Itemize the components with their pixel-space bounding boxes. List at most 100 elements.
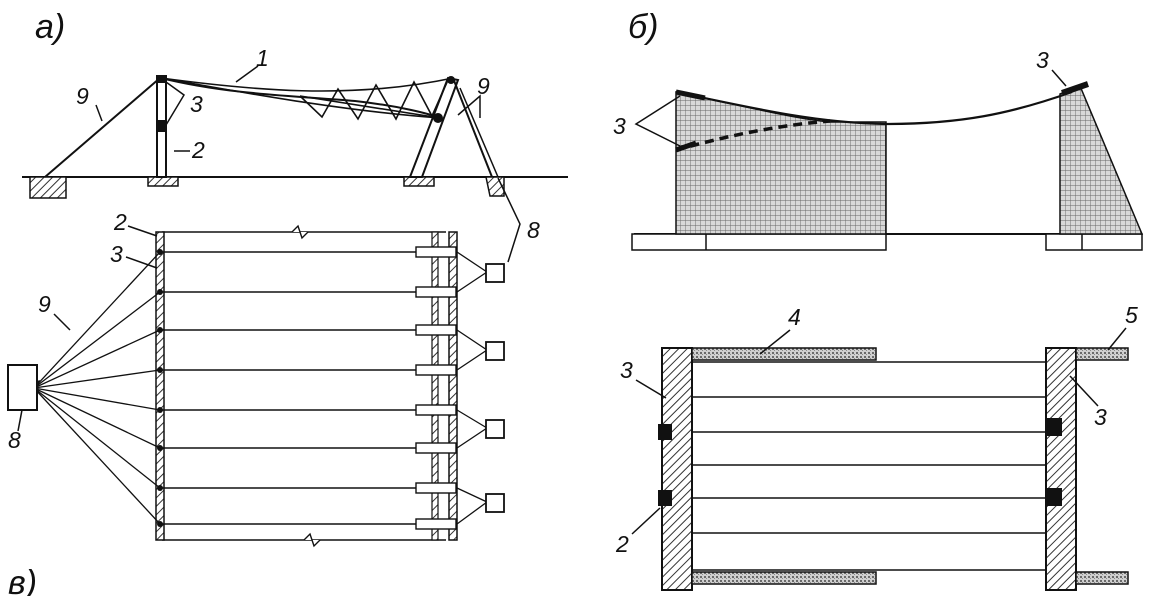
anchor-beam <box>415 246 457 258</box>
panel-b-elevation: б) 3 3 <box>613 8 1144 251</box>
leader-3-b <box>634 95 681 147</box>
callout-3: 3 <box>190 91 203 117</box>
cable-anchor-plan <box>658 424 672 440</box>
anchor-beam <box>415 442 457 454</box>
leader-9-plan <box>53 313 71 331</box>
cable-joint <box>433 113 443 123</box>
stay-cable-plan <box>33 387 161 489</box>
cable-anchor-plan <box>157 367 163 373</box>
anchor-footing <box>29 176 67 199</box>
gallery-strip <box>691 347 877 361</box>
anchor-beam <box>415 324 457 336</box>
cable-anchor-plan <box>157 521 163 527</box>
mast-footing-right <box>403 176 435 187</box>
panel-a-plan: 2 3 9 8 8 <box>7 177 540 548</box>
stay-cable-plan <box>33 291 161 389</box>
mast-right-inclined <box>408 76 460 178</box>
cable-anchor-plan <box>157 249 163 255</box>
leader-3 <box>165 81 185 126</box>
anchor-block <box>485 419 505 439</box>
leader-1 <box>235 65 259 83</box>
anchor-block <box>485 493 505 513</box>
gallery-strip-right <box>1075 347 1129 361</box>
tie-cable <box>456 329 488 351</box>
tie-cable <box>456 349 488 371</box>
stay-cable-plan <box>33 329 161 389</box>
cable-anchor <box>156 120 167 132</box>
stabilizing-cable <box>160 77 454 92</box>
mast-footing <box>147 176 179 187</box>
anchor-block <box>485 263 505 283</box>
callout-2: 2 <box>191 137 205 163</box>
callout-4: 4 <box>788 304 801 330</box>
truss-bottom-chord <box>299 95 441 119</box>
callout-8-left: 8 <box>8 427 21 453</box>
panel-a-label: а) <box>35 8 65 46</box>
cable-anchor-plan <box>157 407 163 413</box>
anchor-beam <box>415 404 457 416</box>
leader-3-plan-b-right <box>1069 375 1099 407</box>
support-wall-right-inner <box>431 231 439 541</box>
panel-a-elevation: а) 1 2 3 9 9 <box>22 8 568 199</box>
cable-anchor-b-lower <box>675 140 697 153</box>
stand-wall-left <box>661 347 693 591</box>
gallery-strip-right-bottom <box>1075 571 1129 585</box>
carrying-cable <box>160 77 441 119</box>
callout-2-plan-b: 2 <box>615 531 629 557</box>
stay-cable-plan <box>33 387 161 449</box>
support-wall-left <box>155 231 165 541</box>
anchor-beam <box>415 286 457 298</box>
cable-anchor-plan <box>658 490 672 506</box>
leader-2-plan-b <box>631 507 661 535</box>
support-wall-right <box>448 231 458 541</box>
callout-1: 1 <box>256 45 269 71</box>
leader-8-left <box>17 409 23 432</box>
callout-3-plan-b: 3 <box>620 357 633 383</box>
anchor-block-left <box>7 364 38 411</box>
stand-wall-right <box>1045 347 1077 591</box>
panel-b-plan: 4 5 3 3 2 <box>615 302 1138 591</box>
break-mark-top <box>291 224 309 240</box>
foundation-right <box>1045 233 1143 251</box>
tie-cable <box>456 427 488 449</box>
truss-bracing <box>299 79 449 121</box>
gallery-strip-bottom <box>691 571 877 585</box>
stand-block-right <box>1059 85 1144 235</box>
plan-cables <box>28 246 488 530</box>
callout-9-right: 9 <box>477 73 490 99</box>
stay-cable-plan <box>33 369 161 389</box>
anchor-beam <box>415 482 457 494</box>
callout-5: 5 <box>1125 302 1138 328</box>
anchor-beam <box>415 518 457 530</box>
plan-cables-b <box>692 361 1046 571</box>
anchor-block <box>485 341 505 361</box>
panel-c-label: в) <box>8 564 37 596</box>
callout-3-b-right: 3 <box>1036 47 1049 73</box>
callout-9: 9 <box>76 83 89 109</box>
cable-anchor-b <box>675 89 706 101</box>
cable-anchor-b-right <box>1061 81 1089 96</box>
cable-anchor-plan <box>157 289 163 295</box>
panel-b-label: б) <box>628 8 658 46</box>
cable-anchor-plan-right <box>1046 418 1062 436</box>
stay-cable-right <box>452 77 493 178</box>
stay-cable-plan <box>33 251 161 389</box>
stay-cable-right-2 <box>459 87 499 178</box>
leader-8-plan <box>497 177 521 263</box>
tie-cable <box>456 487 488 503</box>
callout-8-plan: 8 <box>527 217 540 243</box>
cable-anchor-plan <box>157 445 163 451</box>
callout-3-b: 3 <box>613 113 626 139</box>
cable-anchor-plan-right <box>1046 488 1062 506</box>
tie-cable <box>456 251 488 273</box>
callout-9-plan: 9 <box>38 291 51 317</box>
leader-5 <box>1107 327 1127 351</box>
tie-cable <box>456 271 488 293</box>
leader-3-plan-b <box>635 379 667 399</box>
callout-2-plan: 2 <box>113 209 127 235</box>
leader-3-plan <box>125 256 158 269</box>
tie-cable <box>456 501 488 525</box>
leader-3-b-right <box>1051 69 1067 87</box>
leader-9 <box>95 104 103 122</box>
